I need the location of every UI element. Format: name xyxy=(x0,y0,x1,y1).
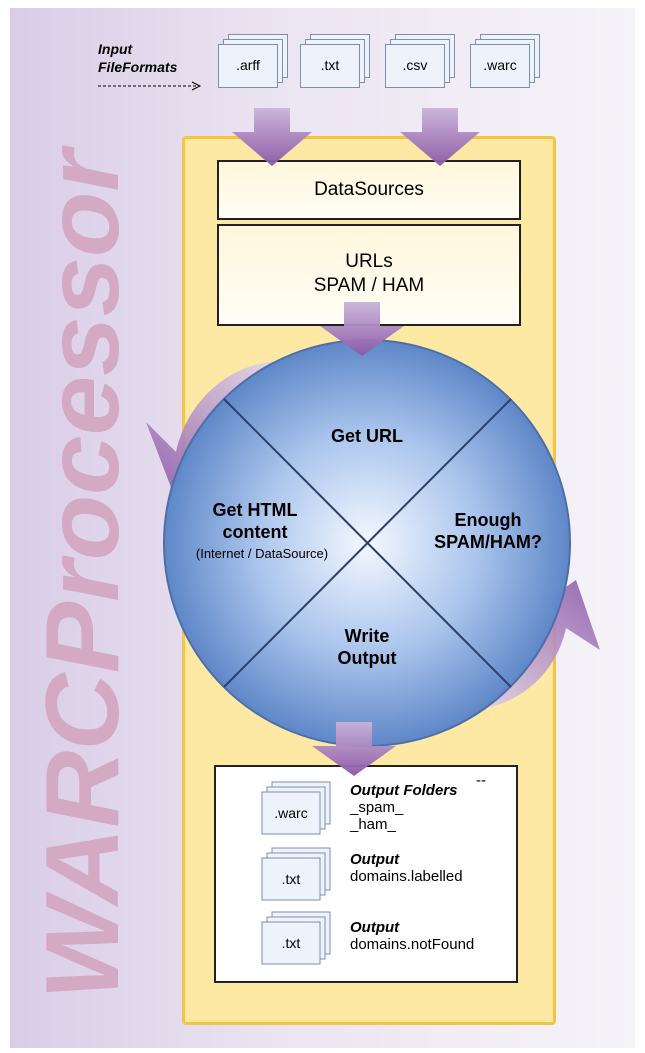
output-labelled-file: domains.labelled xyxy=(350,868,463,885)
output-folders-text: Output Folders _spam_ _ham_ xyxy=(350,782,458,833)
output-dash: -- xyxy=(476,772,486,789)
write-line2: Output xyxy=(337,648,397,668)
output-notfound-heading: Output xyxy=(350,919,400,936)
output-labelled-heading: Output xyxy=(350,851,400,868)
get-html-label: Get HTML content xyxy=(190,499,320,543)
output-labelled-text: Output domains.labelled xyxy=(350,851,463,885)
title-container: WARCProcessor xyxy=(25,144,141,1000)
file-label-csv: .csv xyxy=(402,57,428,73)
arrow-down-2 xyxy=(400,108,480,166)
output-folder-spam: _spam_ xyxy=(350,799,404,816)
get-html-line2: content xyxy=(222,522,288,542)
divider-diagonal-2 xyxy=(223,398,512,688)
vertical-title: WARCProcessor xyxy=(25,144,141,1000)
file-label-warc: .warc xyxy=(483,57,517,73)
output-folder-ham: _ham_ xyxy=(350,816,396,833)
enough-line1: Enough xyxy=(454,510,522,530)
file-icon-warc: .warc xyxy=(470,34,542,92)
input-label: Input FileFormats xyxy=(98,40,177,76)
output-icon-txt-2 xyxy=(261,911,331,965)
output-folders-heading: Output Folders xyxy=(350,782,458,799)
input-arrow-head xyxy=(191,81,202,91)
input-label-line1: Input xyxy=(98,41,133,57)
enough-spam-ham-label: Enough SPAM/HAM? xyxy=(420,509,556,553)
get-html-line1: Get HTML xyxy=(212,500,298,520)
urls-line1: URLs xyxy=(345,251,393,272)
output-notfound-file: domains.notFound xyxy=(350,936,475,953)
file-label-arff: .arff xyxy=(236,57,260,73)
output-icon-warc xyxy=(261,781,331,835)
curved-arrow-right xyxy=(448,580,600,711)
input-label-line2: FileFormats xyxy=(98,59,178,75)
get-html-sub: (Internet / DataSource) xyxy=(195,546,329,561)
arrow-to-output xyxy=(312,722,396,776)
arrow-down-1 xyxy=(232,108,312,166)
output-icon-label-warc: .warc xyxy=(274,805,308,821)
write-line1: Write xyxy=(344,626,390,646)
file-icon-txt: .txt xyxy=(300,34,372,92)
output-icon-label-txt-2: .txt xyxy=(281,935,301,951)
output-icon-label-txt-1: .txt xyxy=(281,871,301,887)
file-icon-arff: .arff xyxy=(218,34,290,92)
file-label-txt: .txt xyxy=(320,57,340,73)
get-url-label: Get URL xyxy=(331,426,403,446)
datasources-label: DataSources xyxy=(314,179,424,200)
datasources-box: DataSources xyxy=(217,160,521,220)
arrow-into-cycle xyxy=(320,302,404,356)
output-icon-txt-1 xyxy=(261,847,331,901)
urls-line2: SPAM / HAM xyxy=(313,275,425,296)
enough-line2: SPAM/HAM? xyxy=(434,532,542,552)
output-notfound-text: Output domains.notFound xyxy=(350,919,474,953)
file-icon-csv: .csv xyxy=(385,34,457,92)
write-output-label: Write Output xyxy=(300,625,434,669)
